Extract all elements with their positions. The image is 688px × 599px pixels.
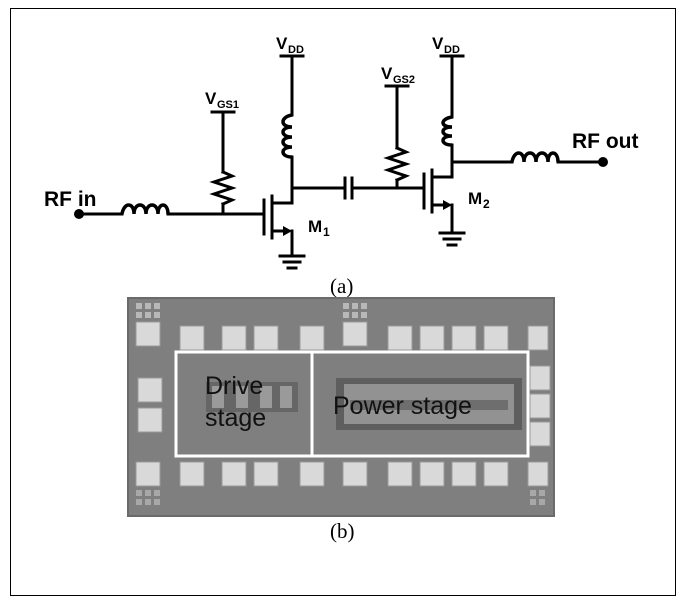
- svg-text:M: M: [308, 217, 322, 236]
- caption-b: (b): [330, 519, 355, 543]
- m1-label: M 1: [308, 217, 330, 239]
- pad-grid-topmid: [343, 303, 367, 318]
- svg-text:V: V: [381, 64, 393, 83]
- vgs2-label: V GS2: [381, 64, 415, 86]
- svg-text:M: M: [468, 189, 482, 208]
- left-pads: [137, 377, 163, 433]
- svg-text:1: 1: [323, 225, 330, 239]
- pad-grid-bottomright: [530, 490, 545, 505]
- vdd2-label: V DD: [432, 34, 460, 56]
- svg-text:DD: DD: [288, 44, 304, 56]
- svg-text:V: V: [276, 34, 288, 53]
- pad-grid-bottomleft: [136, 490, 160, 505]
- m2-label: M 2: [468, 189, 490, 211]
- output-inductor: [510, 151, 560, 163]
- vdd1-label: V DD: [276, 34, 304, 56]
- bottom-pads: [135, 461, 549, 487]
- m1-source-arrow: [283, 226, 292, 236]
- power-stage-devices: [336, 378, 522, 430]
- svg-text:GS1: GS1: [217, 99, 239, 111]
- drain1-inductor: [281, 113, 293, 159]
- rf-in-label: RF in: [44, 188, 97, 211]
- vgs1-label: V GS1: [205, 89, 239, 111]
- right-pads: [529, 365, 551, 447]
- pad-grid-topleft: [136, 303, 160, 318]
- svg-text:V: V: [205, 89, 217, 108]
- svg-text:2: 2: [483, 197, 490, 211]
- drive-stage-label-line1: Drive: [205, 372, 263, 400]
- drive-stage-devices: [206, 382, 298, 412]
- power-stage-box: [310, 350, 530, 458]
- chip-photo: Drive stage Power stage: [127, 297, 555, 517]
- svg-text:V: V: [432, 34, 444, 53]
- power-stage-label: Power stage: [333, 392, 472, 420]
- rf-out-label: RF out: [572, 130, 638, 153]
- schematic: RF in RF out V DD V DD V GS1 V GS2 M 1 M…: [44, 34, 638, 298]
- svg-text:GS2: GS2: [393, 74, 415, 86]
- vgs1-resistor: [209, 170, 237, 206]
- drive-stage-label-line2: stage: [205, 404, 266, 432]
- vgs2-resistor: [383, 146, 411, 182]
- caption-a: (a): [330, 274, 353, 298]
- top-pads: [135, 321, 549, 351]
- svg-text:DD: DD: [444, 44, 460, 56]
- input-inductor: [120, 203, 170, 215]
- drain2-inductor: [441, 115, 453, 147]
- rf-out-terminal: [598, 157, 608, 167]
- m2-source-arrow: [443, 200, 452, 210]
- figure-frame: [10, 8, 676, 596]
